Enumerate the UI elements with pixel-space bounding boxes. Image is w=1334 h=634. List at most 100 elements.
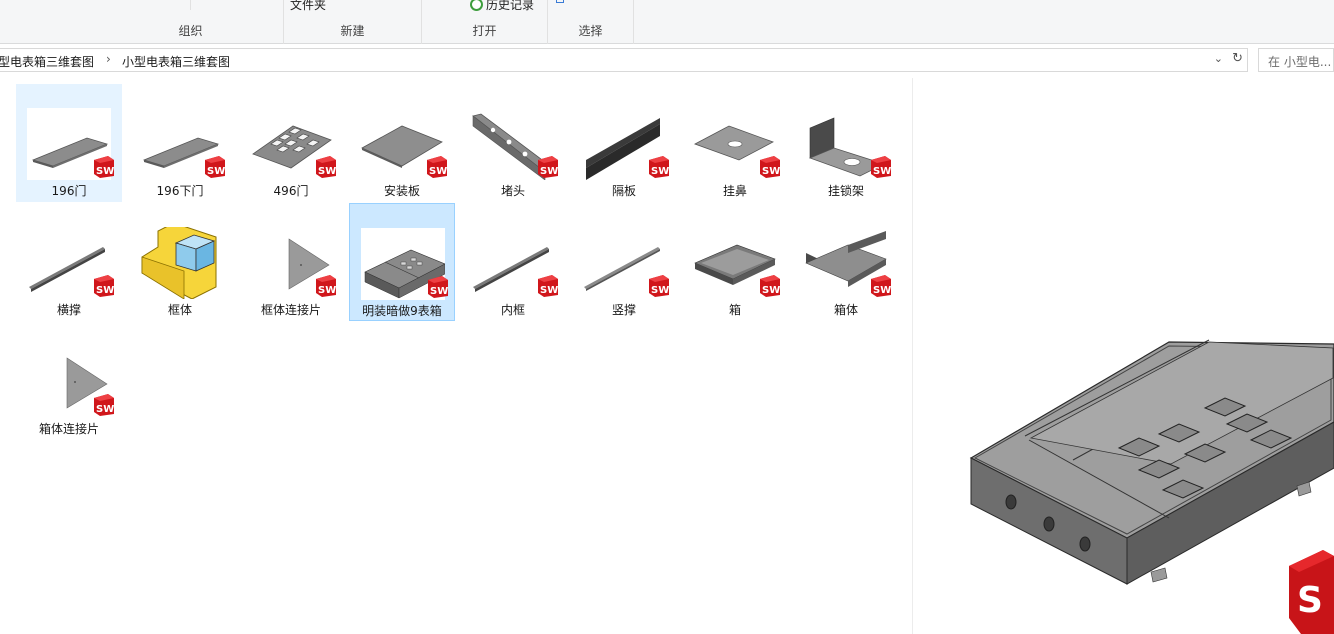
file-list: SW 196门 SW 196下门 SW 496门 SW 安装板 <box>0 78 912 634</box>
ribbon: 组织 文件夹 新建 历史记录 打开 选择 <box>0 0 1334 44</box>
new-folder-button[interactable]: 文件夹 <box>290 0 327 12</box>
file-name: 竖撑 <box>611 303 636 317</box>
file-item[interactable]: SW 挂鼻 <box>682 84 788 202</box>
breadcrumb-parent[interactable]: 小型电表箱三维套图 <box>0 55 95 69</box>
svg-text:SW: SW <box>96 166 114 177</box>
file-item-selected[interactable]: SW 明装暗做9表箱 <box>349 203 455 321</box>
solidworks-badge-icon: SW <box>203 156 225 178</box>
svg-text:SW: SW <box>651 285 669 296</box>
file-name: 196门 <box>51 184 87 198</box>
file-name: 挂鼻 <box>722 184 747 198</box>
file-name: 箱体 <box>833 303 858 317</box>
triangle-plate-thumbnail <box>27 346 111 418</box>
file-item[interactable]: SW 隔板 <box>571 84 677 202</box>
solidworks-badge-icon: SW <box>647 275 669 297</box>
solidworks-badge-icon: SW <box>425 156 447 178</box>
history-button[interactable]: 历史记录 <box>470 0 534 13</box>
solidworks-badge-icon: SW <box>647 156 669 178</box>
file-name: 内框 <box>500 303 525 317</box>
breadcrumb-current[interactable]: 小型电表箱三维套图 <box>122 55 231 69</box>
history-label: 历史记录 <box>486 0 535 12</box>
group-label: 新建 <box>340 24 365 38</box>
file-name: 496门 <box>273 184 309 198</box>
chevron-down-icon[interactable]: ⌄ <box>1213 52 1223 65</box>
channel-thumbnail <box>804 227 888 299</box>
file-item[interactable]: SW 箱 <box>682 203 788 321</box>
partition-thumbnail <box>582 108 666 180</box>
ribbon-group-select: 选择 <box>548 0 634 44</box>
file-name: 箱 <box>728 303 741 317</box>
file-item[interactable]: SW 框体连接片 <box>238 203 344 321</box>
svg-text:SW: SW <box>762 166 780 177</box>
file-name: 明装暗做9表箱 <box>362 304 442 318</box>
search-input[interactable]: 在 小型电... <box>1258 48 1334 72</box>
solidworks-badge-icon: SW <box>536 156 558 178</box>
file-name: 196下门 <box>156 184 204 198</box>
file-item[interactable]: SW 196门 <box>16 84 122 202</box>
svg-text:SW: SW <box>96 404 114 415</box>
breadcrumb-separator[interactable]: › <box>106 52 111 66</box>
file-item[interactable]: SW 196下门 <box>127 84 233 202</box>
door-plate-thumbnail <box>27 108 111 180</box>
solidworks-logo-icon: S <box>1289 550 1334 634</box>
solidworks-badge-icon: SW <box>536 275 558 297</box>
ribbon-tick <box>190 0 191 10</box>
refresh-icon[interactable]: ↻ <box>1232 51 1243 66</box>
solidworks-badge-icon: SW <box>869 275 891 297</box>
solidworks-badge-icon: SW <box>758 156 780 178</box>
file-item[interactable]: SW 堵头 <box>460 84 566 202</box>
door-plate-thumbnail <box>138 108 222 180</box>
file-name: 隔板 <box>611 184 636 198</box>
file-name: 箱体连接片 <box>38 422 99 436</box>
file-name: 堵头 <box>500 184 525 198</box>
solidworks-badge-icon: SW <box>314 275 336 297</box>
lock-bracket-thumbnail <box>804 108 888 180</box>
crossbar-thumbnail <box>27 227 111 299</box>
file-name: 框体 <box>167 303 192 317</box>
file-item[interactable]: SW 箱体 <box>793 203 899 321</box>
file-name: 框体连接片 <box>260 303 321 317</box>
file-item[interactable]: SW 内框 <box>460 203 566 321</box>
svg-text:SW: SW <box>651 166 669 177</box>
history-icon <box>470 0 483 11</box>
svg-text:SW: SW <box>429 166 447 177</box>
file-item[interactable]: SW 496门 <box>238 84 344 202</box>
crossbar-thumbnail <box>582 227 666 299</box>
file-item[interactable]: SW 横撑 <box>16 203 122 321</box>
solidworks-badge-icon: SW <box>92 156 114 178</box>
assembly-cube-thumbnail <box>138 222 222 300</box>
file-name: 安装板 <box>383 184 420 198</box>
file-item[interactable]: 框体 <box>127 203 233 321</box>
address-bar[interactable]: 小型电表箱三维套图 › 小型电表箱三维套图 ⌄ ↻ <box>0 48 1248 72</box>
ribbon-group-organize: 组织 <box>98 0 284 44</box>
group-label: 选择 <box>578 24 603 38</box>
file-item[interactable]: SW 挂锁架 <box>793 84 899 202</box>
svg-text:SW: SW <box>762 285 780 296</box>
window-door-thumbnail <box>249 108 333 180</box>
hanging-tab-thumbnail <box>693 108 777 180</box>
crossbar-thumbnail <box>471 227 555 299</box>
file-item[interactable]: SW 竖撑 <box>571 203 677 321</box>
meter-box-3d-preview: S <box>969 339 1334 634</box>
solidworks-badge-icon: SW <box>92 275 114 297</box>
solidworks-badge-icon: SW <box>758 275 780 297</box>
pane-divider[interactable] <box>912 78 913 634</box>
file-name: 横撑 <box>56 303 81 317</box>
svg-text:SW: SW <box>540 285 558 296</box>
triangle-plate-thumbnail <box>249 227 333 299</box>
solidworks-badge-icon: SW <box>92 394 114 416</box>
file-item[interactable]: SW 箱体连接片 <box>16 322 122 440</box>
file-item[interactable]: SW 安装板 <box>349 84 455 202</box>
preview-pane: S <box>913 78 1334 634</box>
group-label: 打开 <box>472 24 497 38</box>
svg-text:SW: SW <box>873 166 891 177</box>
ribbon-group-new: 文件夹 新建 <box>284 0 422 44</box>
select-all-icon[interactable] <box>556 0 564 3</box>
solidworks-badge-icon: SW <box>426 276 448 298</box>
solidworks-badge-icon: SW <box>314 156 336 178</box>
group-label: 组织 <box>178 24 203 38</box>
flat-plate-thumbnail <box>360 108 444 180</box>
svg-text:SW: SW <box>96 285 114 296</box>
ribbon-group-open: 历史记录 打开 <box>422 0 548 44</box>
solidworks-badge-icon: SW <box>869 156 891 178</box>
